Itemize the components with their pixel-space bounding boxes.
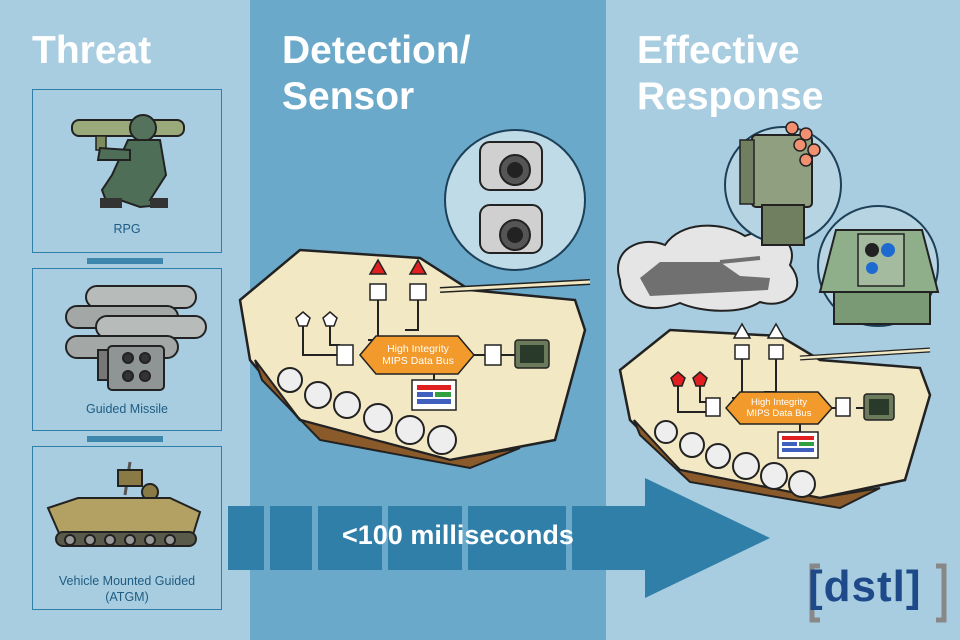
threat-box-rpg: RPG xyxy=(32,89,222,253)
threat-label-atgm-line1: Vehicle Mounted Guided xyxy=(58,574,196,588)
armoured-vehicle-icon xyxy=(238,248,591,470)
data-bus-line2: MIPS Data Bus xyxy=(746,408,812,419)
laser-dazzler-icon xyxy=(817,205,940,327)
display-terminal-icon xyxy=(514,339,550,369)
data-bus-line1: High Integrity xyxy=(387,343,449,355)
threat-heading: Threat xyxy=(32,29,152,72)
data-bus-line2: MIPS Data Bus xyxy=(382,355,454,367)
data-bus-label-response: High Integrity MIPS Data Bus xyxy=(738,397,820,419)
timeline-label: <100 milliseconds xyxy=(342,520,574,550)
logo-brackets xyxy=(809,563,947,623)
smoke-vehicle-icon xyxy=(617,224,799,312)
data-bus-line1: High Integrity xyxy=(751,397,807,408)
soldier-rpg-icon xyxy=(71,114,185,209)
response-heading-line1: Effective xyxy=(637,29,800,72)
missile-launcher-icon xyxy=(65,285,207,391)
display-terminal-icon xyxy=(863,393,895,421)
dstl-logo: [dstl] xyxy=(808,562,922,611)
response-heading-line2: Response xyxy=(637,75,824,118)
threat-label-atgm-line2: (ATGM) xyxy=(105,590,149,604)
detection-heading-line1: Detection/ xyxy=(282,29,471,72)
threat-box-guided-missile: Guided Missile xyxy=(32,268,222,431)
sensor-camera-icon xyxy=(444,129,586,271)
threat-box-atgm: Vehicle Mounted Guided (ATGM) xyxy=(32,446,222,610)
timeline-arrow xyxy=(228,478,770,598)
countermeasure-launcher-icon xyxy=(724,121,842,246)
threat-label-rpg: RPG xyxy=(113,222,141,236)
data-bus-label-detection: High Integrity MIPS Data Bus xyxy=(376,343,460,367)
threat-separator xyxy=(87,258,163,264)
threat-label-guided-missile: Guided Missile xyxy=(86,402,168,416)
atgm-vehicle-icon xyxy=(46,461,202,547)
detection-heading-line2: Sensor xyxy=(282,75,415,118)
threat-separator xyxy=(87,436,163,442)
armoured-vehicle-icon xyxy=(618,322,932,510)
